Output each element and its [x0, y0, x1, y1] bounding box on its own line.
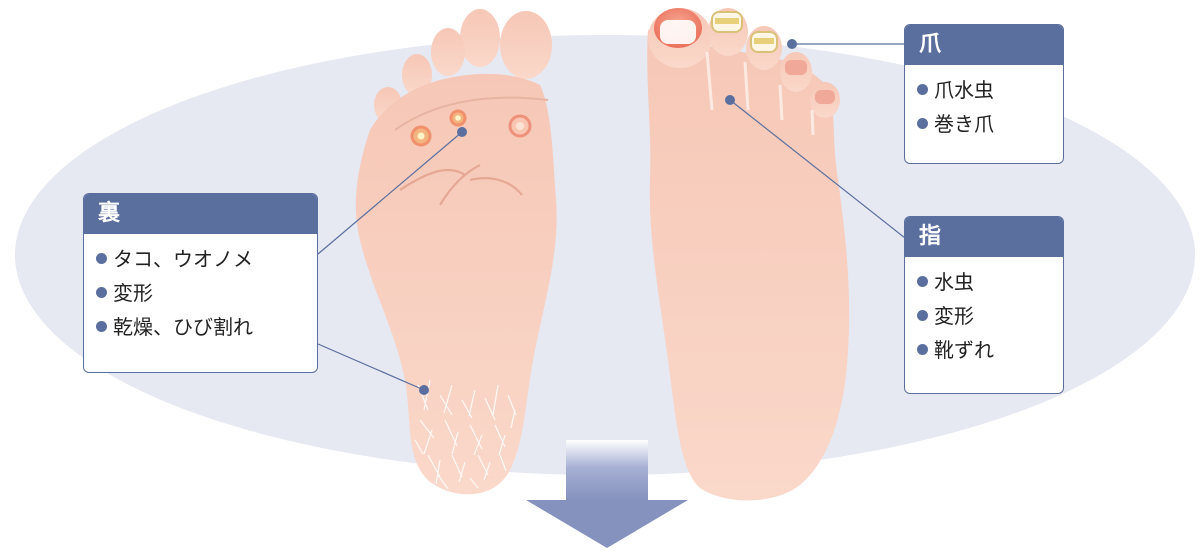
- bullet-icon: [917, 118, 928, 129]
- callout-list: 爪水虫 巻き爪: [905, 65, 1063, 147]
- bullet-icon: [917, 276, 928, 287]
- list-item: 巻き爪: [917, 107, 1051, 141]
- bullet-icon: [96, 253, 107, 264]
- list-item: 爪水虫: [917, 73, 1051, 107]
- callout-list: タコ、ウオノメ 変形 乾燥、ひび割れ: [84, 234, 317, 350]
- callout-title: 爪: [905, 25, 1063, 65]
- bullet-icon: [917, 84, 928, 95]
- callout-title: 指: [905, 217, 1063, 257]
- list-item: 水虫: [917, 265, 1051, 299]
- callout-toe: 指 水虫 変形 靴ずれ: [904, 216, 1064, 394]
- callout-list: 水虫 変形 靴ずれ: [905, 257, 1063, 373]
- list-item: 靴ずれ: [917, 333, 1051, 367]
- callout-sole: 裏 タコ、ウオノメ 変形 乾燥、ひび割れ: [83, 193, 318, 373]
- callout-nail: 爪 爪水虫 巻き爪: [904, 24, 1064, 164]
- bullet-icon: [96, 321, 107, 332]
- list-item: タコ、ウオノメ: [96, 242, 305, 276]
- list-item: 変形: [96, 276, 305, 310]
- bullet-icon: [917, 310, 928, 321]
- list-item: 乾燥、ひび割れ: [96, 310, 305, 344]
- right-foot-top: [647, 8, 849, 500]
- callout-title: 裏: [84, 194, 317, 234]
- bullet-icon: [917, 344, 928, 355]
- bullet-icon: [96, 287, 107, 298]
- list-item: 変形: [917, 299, 1051, 333]
